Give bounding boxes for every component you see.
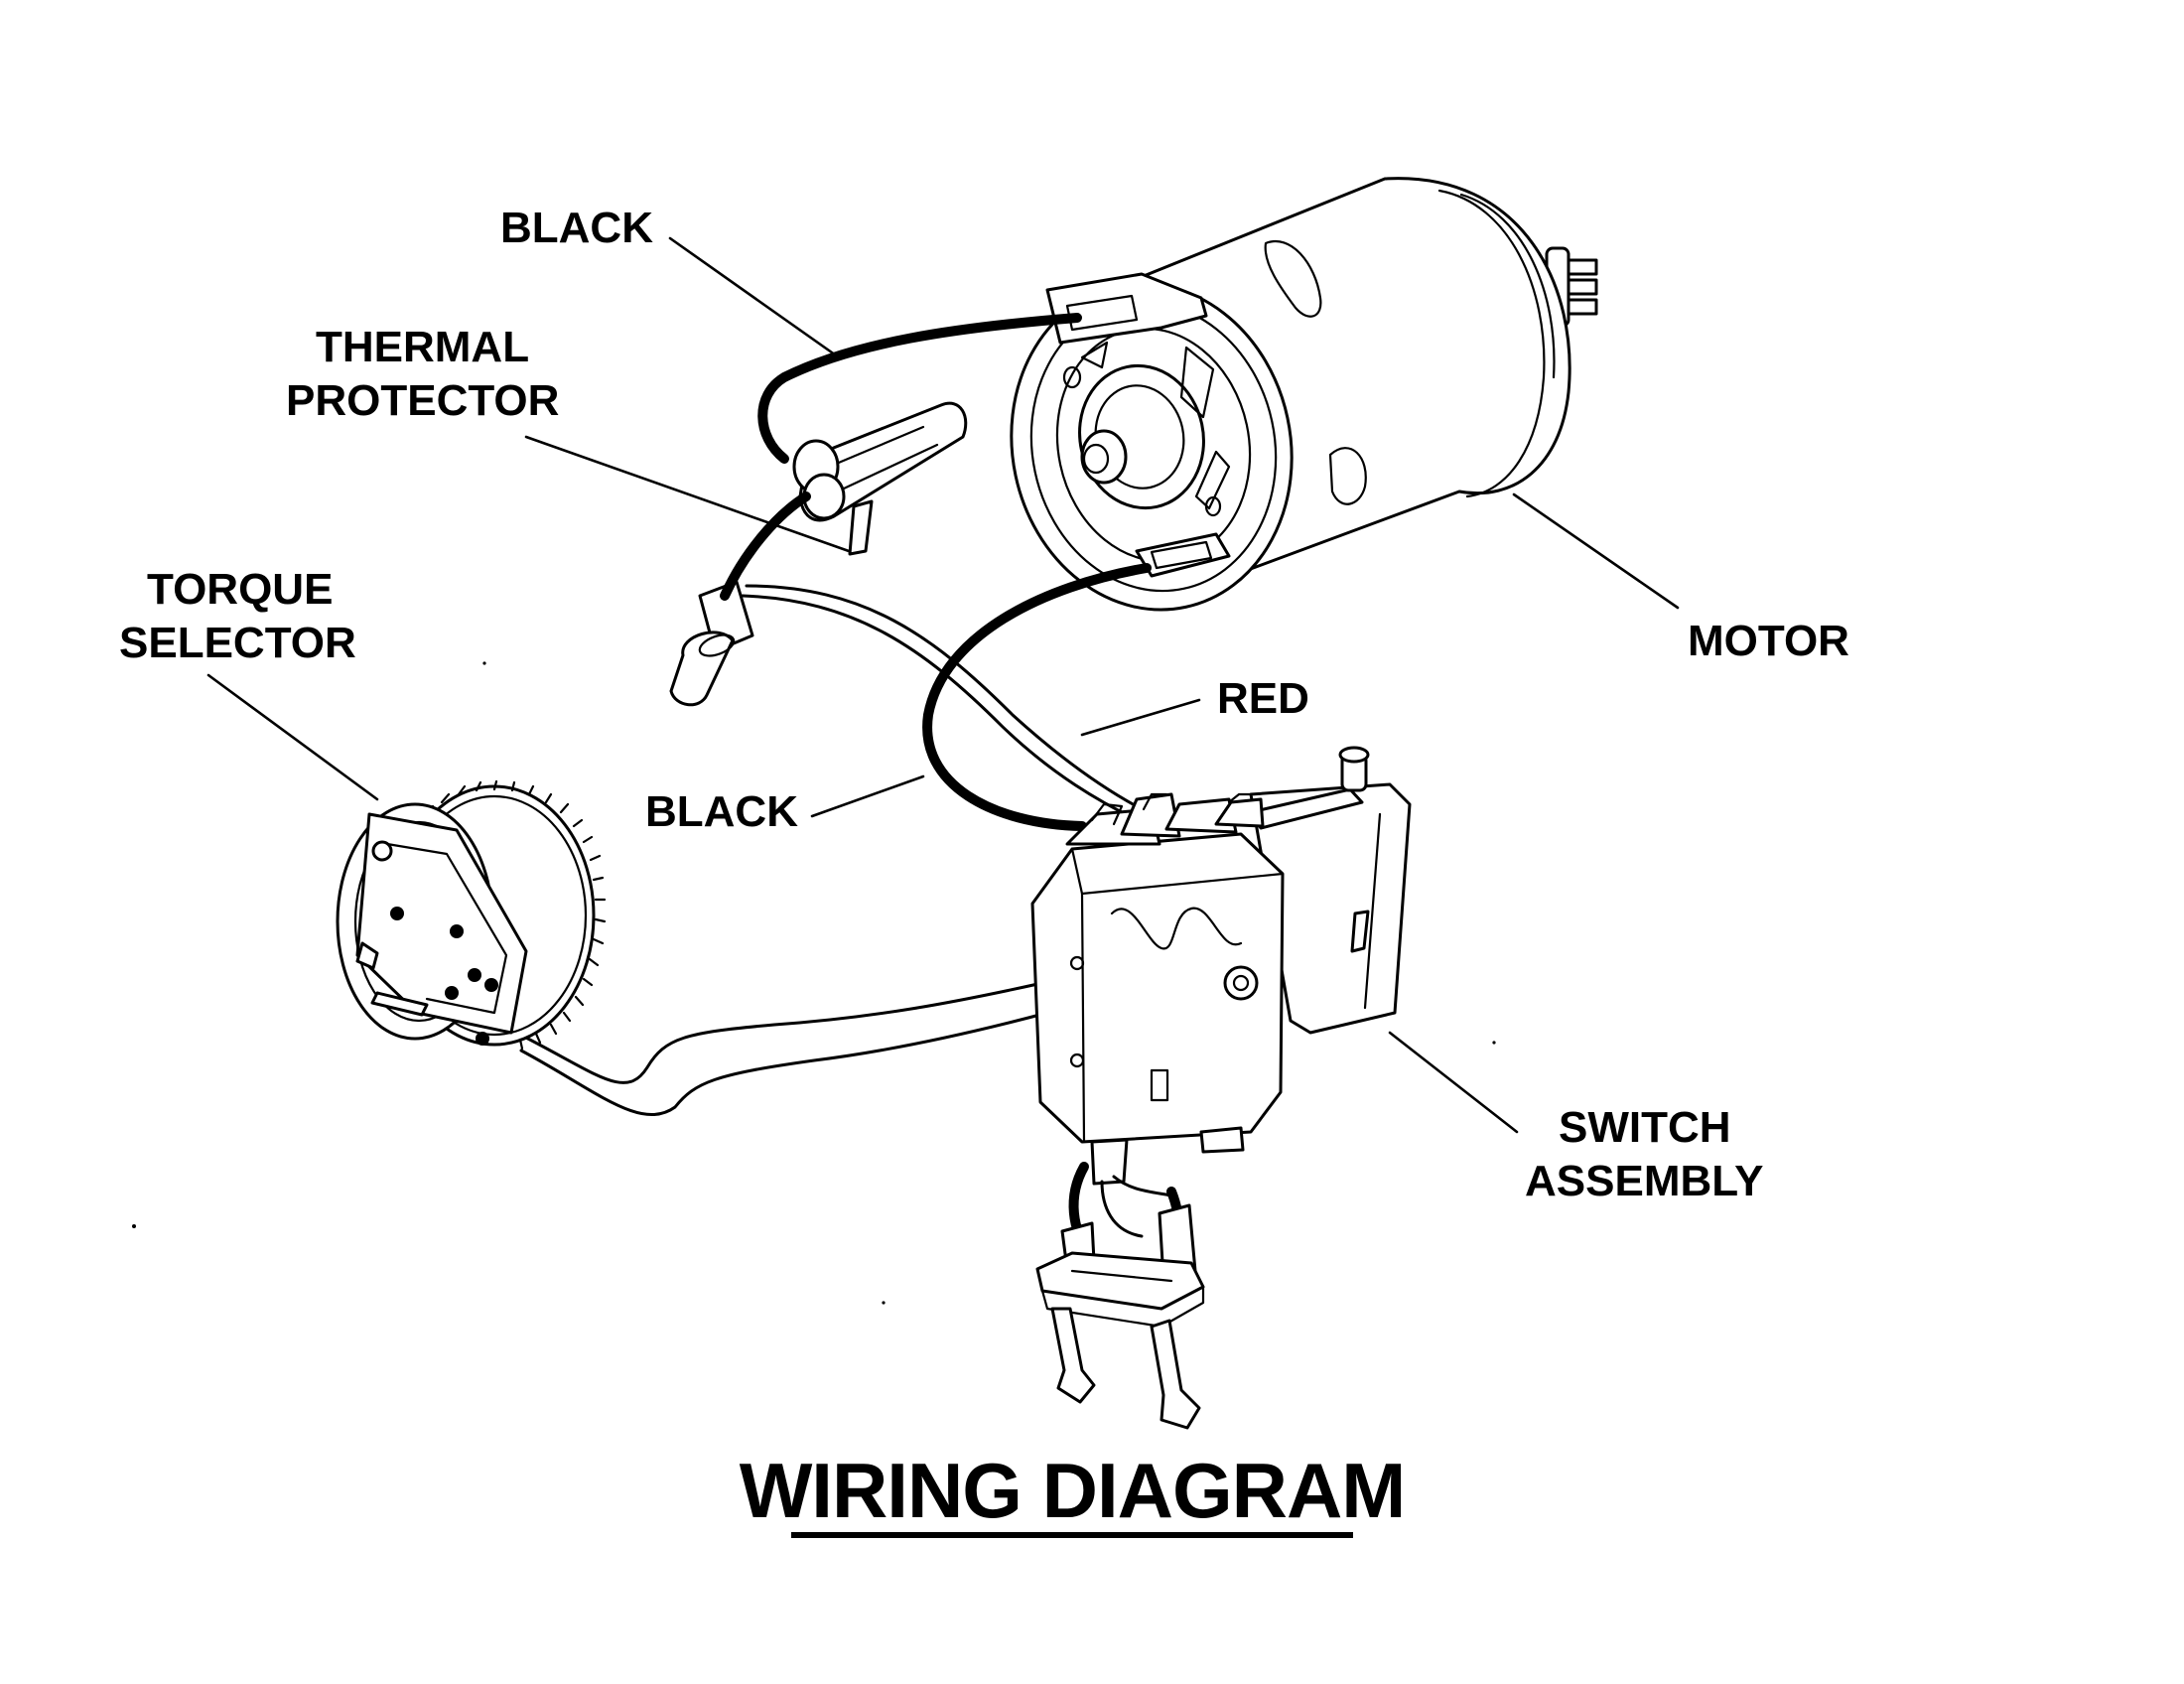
thermal-protector [792, 401, 968, 556]
label-black-top: BLACK [500, 204, 653, 252]
leader-lines [206, 236, 1680, 1134]
motor [1010, 177, 1598, 612]
scan-specks [132, 661, 1496, 1305]
terminal-blade-left [1050, 1307, 1096, 1404]
label-torque-selector-1: TORQUE [147, 565, 333, 614]
label-torque-selector-2: SELECTOR [119, 619, 356, 667]
page-title: WIRING DIAGRAM [740, 1447, 1406, 1534]
label-switch-assembly-1: SWITCH [1559, 1103, 1731, 1152]
switch-screw [1223, 965, 1259, 1001]
terminal-base [1035, 1251, 1205, 1311]
contact-board [355, 812, 528, 1035]
switch-assembly [1030, 746, 1412, 1186]
torque-selector [336, 779, 607, 1051]
label-red: RED [1217, 674, 1309, 723]
label-black-bottom: BLACK [645, 787, 798, 836]
black-wire-motor-to-switch [922, 563, 1152, 831]
terminal-blade-right [1150, 1319, 1201, 1430]
motor-shaft [1080, 429, 1128, 485]
label-motor: MOTOR [1688, 617, 1849, 665]
black-wire-motor-to-thermal [757, 313, 1082, 464]
callout-labels: BLACK THERMAL PROTECTOR TORQUE SELECTOR … [119, 204, 1849, 1205]
thermal-lead-connector [669, 580, 754, 707]
label-thermal-protector-2: PROTECTOR [286, 376, 559, 425]
motor-terminal-top [1045, 272, 1208, 345]
diagram-title: WIRING DIAGRAM [740, 1447, 1406, 1538]
battery-terminal-block [1035, 1162, 1205, 1430]
label-thermal-protector-1: THERMAL [316, 323, 529, 371]
wires [514, 313, 1154, 1117]
label-switch-assembly-2: ASSEMBLY [1525, 1157, 1763, 1205]
